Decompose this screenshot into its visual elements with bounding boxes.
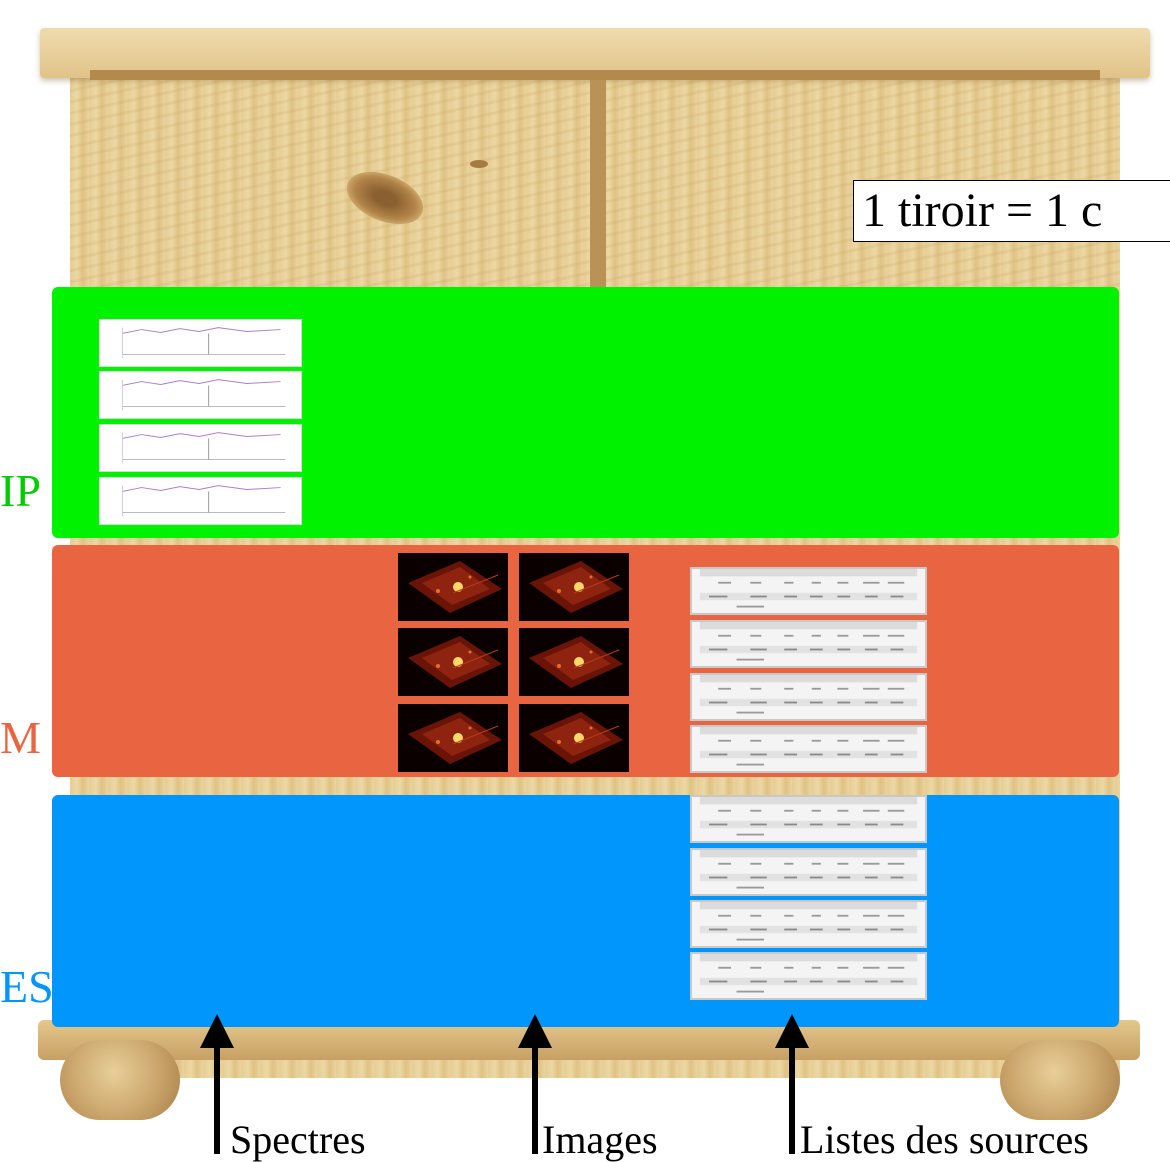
arrow-up-icon [775,1014,809,1048]
source-list-thumbnail [690,848,927,896]
shelf-blue [52,795,1119,1027]
wood-knot-small [470,160,488,168]
spectrum-thumbnail [99,424,302,472]
arrow-up-icon [518,1014,552,1048]
sky-image-thumbnail [519,553,629,621]
sky-image-thumbnail [398,704,508,772]
spectrum-thumbnail [99,477,302,525]
sky-image-thumbnail [398,628,508,696]
source-list-thumbnail [690,795,927,843]
dresser-foot-left [60,1040,180,1120]
arrow-shaft [532,1046,538,1154]
spectrum-thumbnail [99,371,302,419]
spectrum-thumbnail [99,319,302,367]
sky-image-thumbnail [519,628,629,696]
dresser-foot-right [1000,1040,1120,1120]
source-list-thumbnail [690,620,927,668]
arrow-shaft [789,1046,795,1154]
source-list-thumbnail [690,900,927,948]
label-listes-des-sources: Listes des sources [800,1117,1089,1162]
arrow-shaft [214,1046,220,1154]
sky-image-thumbnail [519,704,629,772]
sky-image-thumbnail [398,553,508,621]
dresser-top [40,28,1150,78]
shelf-label-green: IP [0,465,41,516]
source-list-thumbnail [690,567,927,615]
drawer-divider [590,80,606,295]
source-list-thumbnail [690,952,927,1000]
shelf-label-blue: ES [0,961,54,1012]
label-spectres: Spectres [230,1117,366,1162]
caption-box: 1 tiroir = 1 c [853,180,1170,242]
label-images: Images [542,1117,658,1162]
source-list-thumbnail [690,673,927,721]
arrow-up-icon [200,1014,234,1048]
source-list-thumbnail [690,725,927,773]
dresser-top-edge [90,70,1100,80]
shelf-label-orange: M [0,712,41,763]
